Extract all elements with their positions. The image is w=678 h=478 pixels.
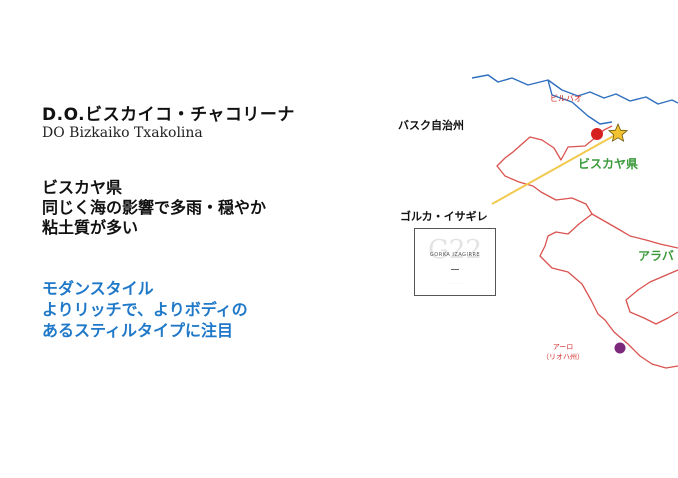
title-latin: DO Bizkaiko Txakolina	[42, 125, 203, 141]
style-line: モダンスタイル	[42, 279, 154, 298]
map-label-bizkaia: ビスカヤ県	[578, 157, 639, 171]
border-line	[625, 269, 678, 325]
wine-label-mark: G22	[428, 235, 482, 265]
pointer-line	[491, 133, 618, 205]
haro-dot-icon	[614, 342, 626, 354]
border-line	[591, 213, 678, 249]
bilbao-dot-icon	[591, 128, 603, 140]
style-line: よりリッチで、よりボディの	[42, 300, 248, 319]
region-map	[471, 74, 678, 369]
region-line: ビスカヤ県	[42, 178, 123, 197]
style-description: モダンスタイル よりリッチで、よりボディの あるスティルタイプに注目	[42, 278, 248, 341]
river-line	[471, 74, 678, 125]
region-line: 同じく海の影響で多雨・穏やか	[42, 198, 267, 217]
style-line: あるスティルタイプに注目	[42, 321, 234, 340]
map-label-basque: バスク自治州	[398, 119, 464, 132]
title-japanese: D.O.ビスカイコ・チャコリーナ	[42, 105, 295, 125]
wine-label-divider	[451, 269, 459, 270]
wine-label-image: G22 GORKA IZAGIRRE · · · · · · · · · ·	[414, 228, 496, 296]
haro-name: アーロ	[552, 343, 574, 351]
map-label-bilbao: ビルバオ	[550, 94, 582, 103]
map-label-haro: アーロ （リオハ州）	[542, 342, 584, 362]
map-label-araba: アラバ	[638, 249, 674, 263]
region-description: ビスカヤ県 同じく海の影響で多雨・穏やか 粘土質が多い	[42, 178, 266, 238]
map-label-producer: ゴルカ・イサギレ	[400, 210, 488, 223]
wine-label-footer: · · · · · · · · · ·	[445, 281, 465, 285]
region-line: 粘土質が多い	[42, 218, 139, 237]
wine-label-brand: GORKA IZAGIRRE	[429, 252, 481, 258]
haro-region: （リオハ州）	[542, 353, 584, 361]
border-line	[496, 125, 678, 369]
winery-star-icon	[607, 122, 629, 143]
